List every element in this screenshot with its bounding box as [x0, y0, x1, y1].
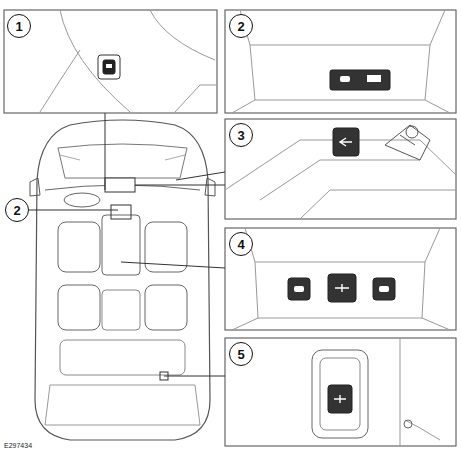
callout-number: 2	[237, 20, 244, 33]
callout-number: 1	[15, 20, 22, 33]
callout-circle: 1	[7, 14, 31, 38]
figure-code: E297434	[4, 442, 32, 449]
callout-circle: 2	[5, 198, 29, 222]
callout-circle: 2	[229, 14, 253, 38]
callout-circle: 3	[229, 123, 253, 147]
callout-number: 4	[237, 238, 244, 251]
callout-circle: 4	[229, 232, 253, 256]
callout-number: 5	[237, 348, 244, 361]
callout-number: 2	[13, 204, 20, 217]
callout-number: 3	[237, 129, 244, 142]
callout-circle: 5	[229, 342, 253, 366]
